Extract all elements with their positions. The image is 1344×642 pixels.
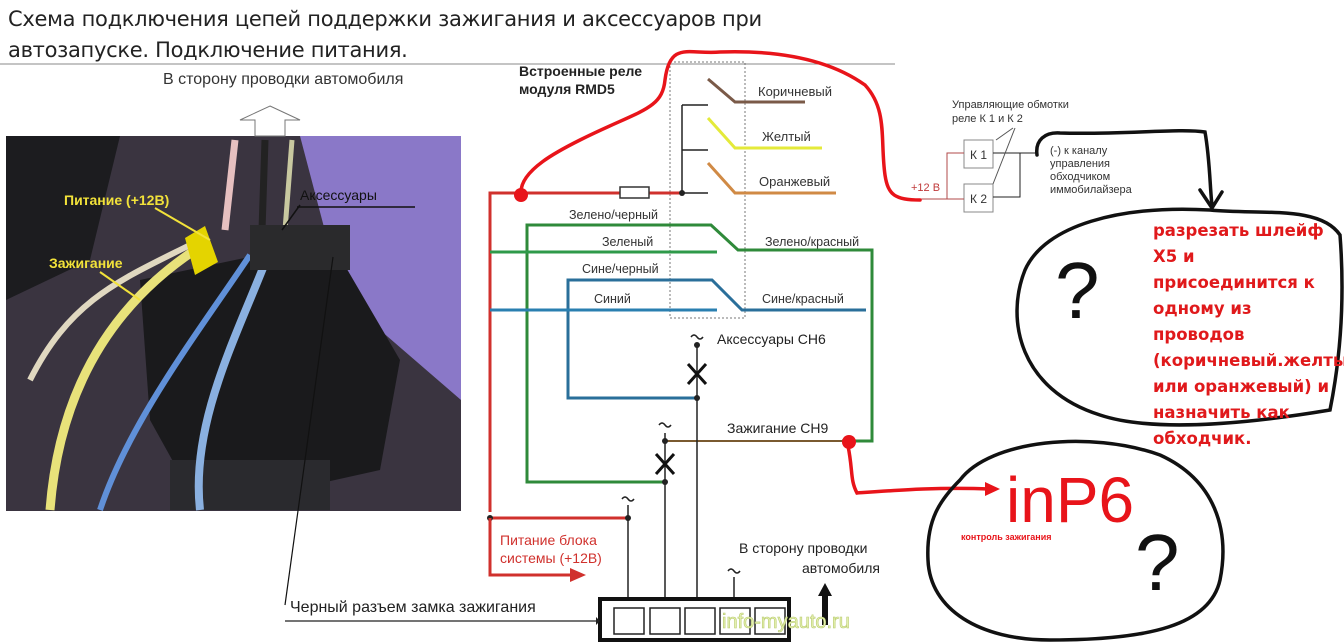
minus-label-2: управления (1050, 158, 1110, 170)
car-wiring-label-2: автомобиля (802, 560, 880, 576)
relay-k1 (963, 139, 994, 169)
inp6-label: inP6 (1006, 464, 1134, 536)
photo-ignition-label: Зажигание (49, 255, 123, 271)
break-mark-accessories (686, 362, 708, 386)
relay-module-box (669, 61, 746, 319)
page-title: Схема подключения цепей поддержки зажига… (8, 4, 762, 66)
title-line-1: Схема подключения цепей поддержки зажига… (8, 7, 762, 31)
green-black-wire (525, 223, 874, 484)
annotation-note: разрезать шлейф X5 и присоединится к одн… (1153, 221, 1344, 448)
accessories-ch6-label: Аксессуары CH6 (717, 331, 826, 347)
question-mark-1: ? (1055, 246, 1100, 335)
ignition-lock-connector (598, 597, 791, 642)
question-mark-2: ? (1135, 518, 1180, 607)
photo-power-label: Питание (+12В) (64, 192, 169, 208)
watermark: info-myauto.ru (722, 611, 850, 633)
handdrawn-cloud-2 (926, 439, 1225, 642)
label-orange: Оранжевый (759, 174, 830, 189)
coils-heading-2: реле К 1 и К 2 (952, 113, 1023, 125)
brown-wire (707, 77, 805, 104)
minus-label-4: иммобилайзера (1050, 184, 1133, 196)
power-wire (488, 191, 682, 512)
relay-k2 (963, 183, 994, 213)
plus12-label: +12 В (911, 182, 940, 194)
minus-label-3: обходчиком (1050, 171, 1110, 183)
label-blue: Синий (594, 292, 631, 306)
wiring-photo: В сторону проводки автомобиля Питание (+… (6, 71, 461, 606)
label-brown: Коричневый (758, 84, 832, 99)
connector-label: Черный разъем замка зажигания (290, 599, 536, 616)
label-green-black: Зелено/черный (569, 208, 658, 222)
blue-black-wire (566, 278, 866, 400)
label-blue-black: Сине/черный (582, 262, 659, 276)
k2-label: К 2 (970, 192, 987, 206)
orange-wire (706, 161, 836, 195)
handdrawn-cloud-1 (1015, 207, 1344, 427)
label-blue-red: Сине/красный (762, 292, 844, 306)
power-arrow (488, 518, 570, 577)
title-line-2: автозапуске. Подключение питания. (8, 38, 408, 62)
handdrawn-black-arrow (1035, 128, 1224, 212)
inp6-caption: контроль зажигания (961, 532, 1052, 542)
up-arrow-icon (818, 583, 832, 625)
photo-top-label: В сторону проводки автомобиля (163, 71, 403, 88)
ignition-ch9-label: Зажигание CH9 (727, 420, 828, 436)
label-green: Зеленый (602, 235, 653, 249)
photo-accessories-label: Аксессуары (300, 187, 377, 203)
coils-heading-1: Управляющие обмотки (952, 99, 1069, 111)
power-label-1: Питание блока (500, 532, 597, 548)
relay-heading-1: Встроенные реле (519, 63, 642, 79)
k1-label: К 1 (970, 148, 987, 162)
label-yellow: Желтый (762, 129, 811, 144)
minus-label-1: (-) к каналу (1050, 145, 1108, 157)
power-label-2: системы (+12В) (500, 550, 602, 566)
relay-heading-2: модуля RMD5 (519, 81, 615, 97)
yellow-wire (706, 116, 822, 150)
fuse (619, 186, 650, 199)
car-wiring-label-1: В сторону проводки (739, 540, 868, 556)
break-mark-ignition (654, 452, 676, 476)
label-green-red: Зелено/красный (765, 235, 859, 249)
